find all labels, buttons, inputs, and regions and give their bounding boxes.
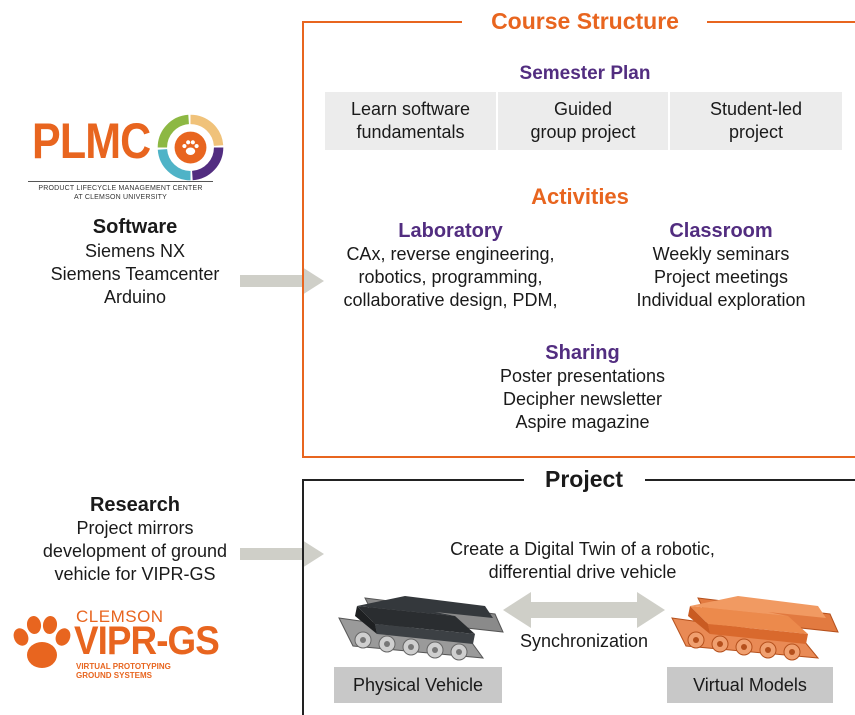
classroom-line: Project meetings: [653, 267, 789, 287]
project-box-top-border-left: [302, 479, 524, 481]
project-goal-line: Create a Digital Twin of a robotic,: [450, 539, 715, 559]
activities-title: Activities: [531, 184, 629, 209]
software-title: Software: [92, 216, 178, 238]
sharing-title: Sharing: [545, 342, 620, 364]
laboratory-line: collaborative design, PDM,: [343, 290, 558, 310]
project-goal-line: differential drive vehicle: [488, 562, 677, 582]
tiger-paw-icon: [13, 616, 71, 668]
laboratory-block: Laboratory CAx, reverse engineering, rob…: [318, 219, 583, 312]
course-box-top-border-right: [707, 21, 855, 23]
vipr-subtitle: VIRTUAL PROTOTYPING GROUND SYSTEMS: [76, 662, 171, 680]
physical-vehicle-label: Physical Vehicle: [334, 667, 502, 703]
classroom-line: Weekly seminars: [652, 244, 790, 264]
plmc-logo-text: PLMC: [32, 113, 151, 169]
semester-cell: Student-led project: [670, 92, 842, 150]
laboratory-line: robotics, programming,: [358, 267, 543, 287]
sync-arrow-icon: [503, 592, 665, 628]
plmc-subtitle: PRODUCT LIFECYCLE MANAGEMENT CENTER AT C…: [28, 184, 213, 202]
research-line: Project mirrors: [76, 518, 194, 538]
plmc-subtitle-line1: PRODUCT LIFECYCLE MANAGEMENT CENTER: [38, 185, 203, 192]
software-item: Siemens NX: [84, 241, 186, 261]
project-title: Project: [545, 466, 623, 492]
laboratory-title: Laboratory: [398, 220, 503, 242]
semester-plan-title: Semester Plan: [519, 63, 651, 84]
vipr-subtitle-line1: VIRTUAL PROTOTYPING: [76, 662, 171, 671]
semester-cell-line: group project: [530, 122, 636, 142]
software-block: Software Siemens NX Siemens Teamcenter A…: [20, 216, 250, 309]
sharing-line: Aspire magazine: [515, 412, 650, 432]
research-title: Research: [89, 494, 181, 516]
semester-cell-line: project: [728, 122, 784, 142]
plmc-ring-icon: [157, 114, 224, 181]
virtual-models-label: Virtual Models: [667, 667, 833, 703]
sharing-line: Decipher newsletter: [502, 389, 663, 409]
virtual-vehicle-image: [671, 596, 839, 661]
project-box-top-border-right: [645, 479, 855, 481]
software-item: Siemens Teamcenter: [50, 264, 220, 284]
semester-cell-line: Guided: [553, 99, 613, 119]
sync-label: Synchronization: [519, 631, 649, 651]
classroom-block: Classroom Weekly seminars Project meetin…: [612, 219, 830, 312]
plmc-divider: [28, 181, 213, 182]
semester-cell: Guided group project: [498, 92, 668, 150]
software-item: Arduino: [103, 287, 167, 307]
course-box-top-border-left: [302, 21, 462, 23]
vipr-subtitle-line2: GROUND SYSTEMS: [76, 671, 153, 680]
classroom-title: Classroom: [669, 220, 773, 242]
semester-cell-line: Learn software: [350, 99, 471, 119]
vipr-clemson-text: CLEMSON: [76, 607, 164, 626]
vipr-main-text: VIPR-GS: [74, 619, 220, 663]
sharing-line: Poster presentations: [499, 366, 666, 386]
project-goal: Create a Digital Twin of a robotic, diff…: [410, 538, 755, 584]
research-line: development of ground: [42, 541, 228, 561]
research-block: Research Project mirrors development of …: [20, 494, 250, 586]
physical-vehicle-image: [338, 596, 504, 661]
course-box-bottom-border: [302, 456, 855, 458]
semester-cell: Learn software fundamentals: [325, 92, 496, 150]
vipr-gs-logo: CLEMSON VIPR-GS VIRTUAL PROTOTYPING GROU…: [10, 607, 245, 687]
research-line: vehicle for VIPR-GS: [54, 564, 216, 584]
plmc-subtitle-line2: AT CLEMSON UNIVERSITY: [73, 194, 167, 201]
sharing-block: Sharing Poster presentations Decipher ne…: [465, 341, 700, 434]
project-box: [302, 480, 855, 715]
semester-cell-line: fundamentals: [356, 122, 465, 142]
course-structure-title: Course Structure: [491, 8, 679, 34]
classroom-line: Individual exploration: [636, 290, 806, 310]
laboratory-line: CAx, reverse engineering,: [346, 244, 555, 264]
semester-cell-line: Student-led: [709, 99, 803, 119]
plmc-logo: PLMC PRODUCT LIFECYCLE MANAGEMENT CENTER…: [28, 108, 238, 208]
